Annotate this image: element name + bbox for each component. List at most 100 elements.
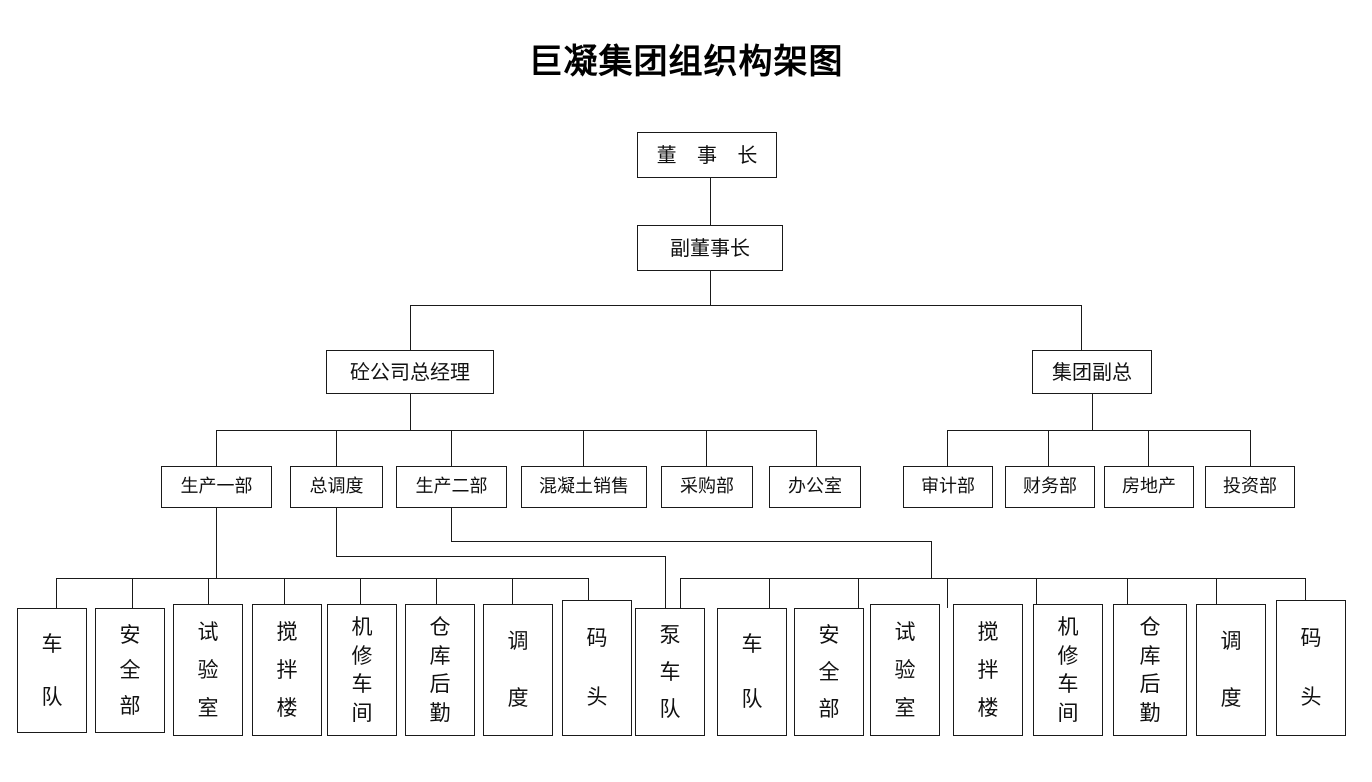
node-dept-investment[interactable]: 投资部 (1205, 466, 1295, 508)
leaf-char: 度 (1220, 686, 1242, 711)
leaf-char: 全 (119, 658, 141, 683)
node-dept-prod2[interactable]: 生产二部 (396, 466, 507, 508)
leaf-drop-left-8 (588, 578, 589, 608)
leaf-char: 车 (659, 659, 681, 684)
leaf-drop-right-7 (1216, 578, 1217, 608)
leaf-char: 队 (741, 687, 763, 712)
node-vice-chairman[interactable]: 副董事长 (637, 225, 783, 271)
leaf-drop-left-4 (284, 578, 285, 608)
leaf-drop-left-2 (132, 578, 133, 608)
connector-to-purchasing (706, 430, 707, 466)
leaf-char: 队 (41, 685, 63, 710)
connector-to-realestate (1148, 430, 1149, 466)
node-group-vp[interactable]: 集团副总 (1032, 350, 1152, 394)
leaf-label-right-2: 安全部 (819, 617, 840, 727)
node-dept-purchasing-label: 采购部 (680, 475, 734, 497)
leaf-label-left-3: 试验室 (198, 613, 219, 727)
leaf-char: 楼 (276, 695, 298, 720)
leaf-box-left-1[interactable]: 车队 (17, 608, 87, 733)
connector-dispatch-main-run (336, 556, 666, 557)
connector-bus-to-concrete-gm (410, 305, 411, 350)
leaf-char: 拌 (276, 657, 298, 682)
leaf-char: 调 (507, 629, 529, 654)
connector-chairman-vice (710, 178, 711, 225)
node-dept-prod2-label: 生产二部 (415, 475, 488, 497)
connector-vice-drop (710, 271, 711, 305)
leaf-char: 车 (41, 631, 63, 656)
leaf-char: 部 (119, 694, 141, 719)
connector-to-investment (1250, 430, 1251, 466)
node-dept-audit[interactable]: 审计部 (903, 466, 993, 508)
leaf-box-pump-fleet[interactable]: 泵车队 (635, 608, 705, 736)
leaf-label-left-1: 车队 (42, 617, 63, 724)
leaf-char: 仓 (429, 615, 451, 640)
leaf-box-left-5[interactable]: 机修车间 (327, 604, 397, 736)
node-dept-dispatch-main[interactable]: 总调度 (290, 466, 383, 508)
leaf-label-left-2: 安全部 (120, 617, 141, 724)
leaf-char: 试 (894, 619, 916, 644)
connector-level3-bus (410, 305, 1082, 306)
node-dept-office[interactable]: 办公室 (769, 466, 861, 508)
leaf-char: 机 (351, 615, 373, 640)
leaf-label-left-7: 调度 (508, 613, 529, 727)
node-chairman[interactable]: 董 事 长 (637, 132, 777, 178)
leaf-box-left-6[interactable]: 仓库后勤 (405, 604, 475, 736)
connector-to-prod1 (216, 430, 217, 466)
leaf-char: 调 (1220, 629, 1242, 654)
leaf-char: 车 (741, 632, 763, 657)
leaf-box-left-3[interactable]: 试验室 (173, 604, 243, 736)
leaf-drop-left-5 (360, 578, 361, 608)
leaf-label-right-5: 机修车间 (1058, 613, 1079, 727)
leaf-char: 库 (429, 643, 451, 668)
leaf-char: 机 (1057, 615, 1079, 640)
node-dept-investment-label: 投资部 (1223, 475, 1277, 497)
connector-dispatch-main-drop (336, 508, 337, 556)
connector-group-dept-bus (947, 430, 1250, 431)
leaf-box-right-7[interactable]: 调度 (1196, 604, 1266, 736)
leaf-char: 全 (818, 659, 840, 684)
leaf-box-left-4[interactable]: 搅拌楼 (252, 604, 322, 736)
leaf-box-right-4[interactable]: 搅拌楼 (953, 604, 1023, 736)
leaf-box-left-2[interactable]: 安全部 (95, 608, 165, 733)
leaf-box-right-3[interactable]: 试验室 (870, 604, 940, 736)
leaf-char: 后 (1139, 672, 1161, 697)
leaf-char: 安 (818, 623, 840, 648)
node-dept-finance-label: 财务部 (1023, 475, 1077, 497)
connector-to-audit (947, 430, 948, 466)
page-title: 巨凝集团组织构架图 (528, 42, 844, 82)
connector-to-prod2 (451, 430, 452, 466)
leaf-char: 试 (197, 619, 219, 644)
node-dept-dispatch-main-label: 总调度 (309, 475, 364, 497)
leaf-char: 车 (351, 672, 373, 697)
leaf-box-left-8[interactable]: 码头 (562, 600, 632, 736)
leaf-label-right-7: 调度 (1221, 613, 1242, 727)
node-vice-chairman-label: 副董事长 (670, 235, 750, 260)
node-dept-realestate[interactable]: 房地产 (1104, 466, 1194, 508)
leaf-char: 搅 (977, 619, 999, 644)
connector-bus-to-group-vp (1081, 305, 1082, 350)
connector-to-concrete-sales (583, 430, 584, 466)
leaf-char: 搅 (276, 619, 298, 644)
node-chairman-label: 董 事 长 (656, 142, 765, 167)
connector-concrete-gm-drop (410, 394, 411, 430)
leaf-drop-left-3 (208, 578, 209, 608)
connector-to-dispatch-main (336, 430, 337, 466)
leaf-box-left-7[interactable]: 调度 (483, 604, 553, 736)
node-dept-finance[interactable]: 财务部 (1005, 466, 1095, 508)
node-dept-concrete-sales[interactable]: 混凝土销售 (521, 466, 647, 508)
leaf-box-right-8[interactable]: 码头 (1276, 600, 1346, 736)
leaf-char: 头 (1300, 685, 1322, 710)
connector-prod1-drop (216, 508, 217, 578)
node-concrete-gm[interactable]: 砼公司总经理 (326, 350, 494, 394)
leaf-char: 度 (507, 686, 529, 711)
leaf-box-right-2[interactable]: 安全部 (794, 608, 864, 736)
leaf-box-right-6[interactable]: 仓库后勤 (1113, 604, 1187, 736)
node-dept-prod1[interactable]: 生产一部 (161, 466, 272, 508)
leaf-label-right-6: 仓库后勤 (1140, 613, 1161, 727)
leaf-drop-left-7 (512, 578, 513, 608)
leaf-box-right-5[interactable]: 机修车间 (1033, 604, 1103, 736)
leaf-box-right-1[interactable]: 车队 (717, 608, 787, 736)
node-dept-purchasing[interactable]: 采购部 (661, 466, 753, 508)
leaf-drop-right-8 (1305, 578, 1306, 608)
